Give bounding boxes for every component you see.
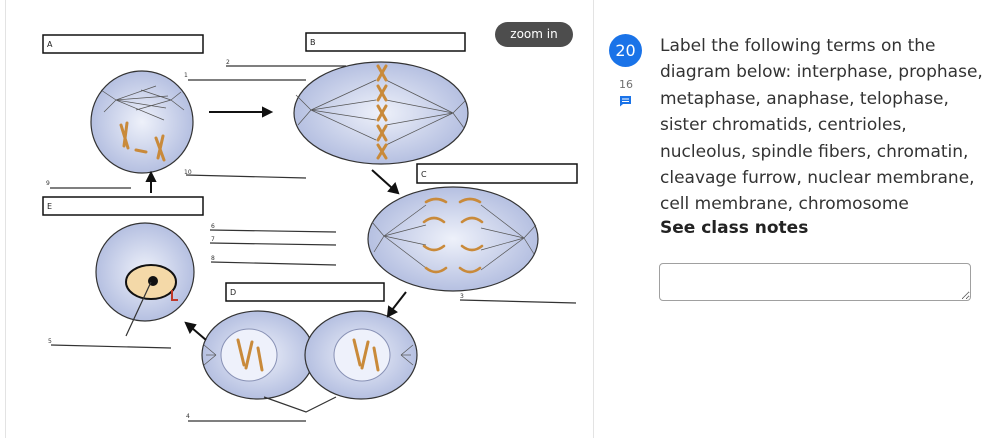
line-number-6: 6 xyxy=(211,223,215,230)
label-box-c[interactable]: C xyxy=(416,163,578,184)
answer-textarea[interactable] xyxy=(659,263,971,301)
question-text: Label the following terms on the diagram… xyxy=(660,36,983,215)
question-number-badge: 20 xyxy=(609,34,642,67)
question-note: See class notes xyxy=(660,218,809,238)
line-number-7: 7 xyxy=(211,236,215,243)
comment-count: 16 xyxy=(619,78,633,91)
stage-arrows xyxy=(145,106,407,341)
comment-icon[interactable] xyxy=(619,95,632,107)
svg-text:B: B xyxy=(310,38,316,47)
line-number-5: 5 xyxy=(48,338,52,345)
svg-text:A: A xyxy=(47,40,53,49)
svg-text:C: C xyxy=(421,170,427,179)
svg-text:E: E xyxy=(47,202,52,211)
line-number-10: 10 xyxy=(184,169,192,176)
cell-anaphase xyxy=(367,186,539,292)
cell-telophase xyxy=(201,310,418,400)
line-number-4: 4 xyxy=(186,413,190,420)
line-number-2: 2 xyxy=(226,59,230,66)
cell-metaphase xyxy=(293,61,469,165)
line-number-8: 8 xyxy=(211,255,215,262)
line-number-1: 1 xyxy=(184,72,188,79)
label-box-b[interactable]: B xyxy=(305,32,466,52)
cell-interphase xyxy=(95,222,195,322)
line-number-3: 3 xyxy=(460,293,464,300)
label-box-e[interactable]: E xyxy=(42,196,204,216)
zoom-in-button[interactable]: zoom in xyxy=(495,22,573,47)
line-number-9: 9 xyxy=(46,180,50,187)
label-box-a[interactable]: A xyxy=(42,34,204,54)
diagram-panel: A B C D E xyxy=(5,0,594,438)
label-lines xyxy=(50,65,577,422)
mitosis-diagram: A B C D E xyxy=(42,32,578,422)
label-box-d[interactable]: D xyxy=(225,282,385,302)
cell-prophase xyxy=(90,70,194,174)
svg-text:D: D xyxy=(230,288,236,297)
